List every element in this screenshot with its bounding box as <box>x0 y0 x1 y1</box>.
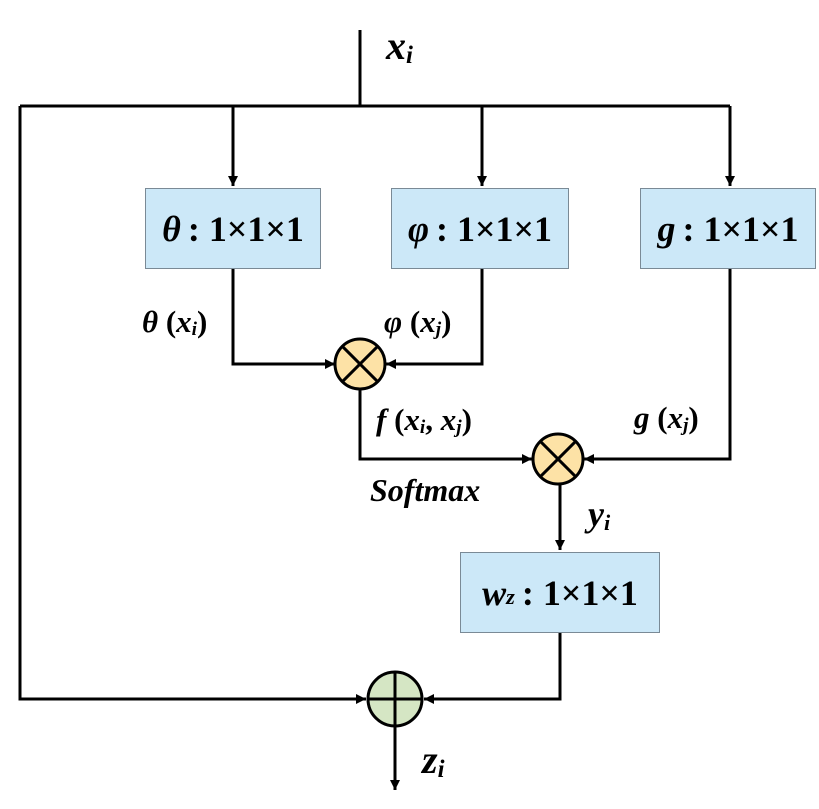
f-output-sub1: i <box>419 417 426 439</box>
y-sub: i <box>603 510 611 536</box>
g-output-open: ( <box>657 400 668 435</box>
theta-colon: : <box>187 208 200 249</box>
f-output-var1: x <box>404 402 420 437</box>
y-label: yi <box>588 494 611 536</box>
theta-symbol: θ <box>162 208 181 249</box>
theta-output-open: ( <box>165 304 177 339</box>
output-sub: i <box>437 756 445 784</box>
mult1-to-mult2 <box>358 389 532 464</box>
wz-to-add <box>424 633 562 704</box>
add-node <box>366 670 424 728</box>
f-output-label: f (xi, xj) <box>376 402 472 439</box>
phi-output-sub: j <box>435 319 442 341</box>
residual-path <box>18 106 366 704</box>
theta-output-fn: θ <box>142 304 159 339</box>
y-var: y <box>588 494 604 534</box>
g-to-mult2 <box>584 269 732 464</box>
input-label: xi <box>386 23 413 70</box>
theta-output-label: θ (xi) <box>142 304 208 341</box>
theta-kernel: 1×1×1 <box>208 208 304 249</box>
phi-colon: : <box>436 208 449 249</box>
softmax-label: Softmax <box>370 472 481 508</box>
multiply-node-1 <box>333 337 387 391</box>
f-output-sub2: j <box>456 417 462 439</box>
phi-output-close: ) <box>441 304 452 339</box>
f-output-comma: , <box>425 402 433 437</box>
phi-kernel: 1×1×1 <box>457 208 553 249</box>
theta-to-mult1 <box>231 269 335 369</box>
g-output-var: x <box>667 400 684 435</box>
g-output-close: ) <box>688 400 699 435</box>
wz-symbol: w <box>482 572 507 613</box>
phi-output-label: φ (xj) <box>384 304 452 341</box>
g-colon: : <box>682 208 695 249</box>
g-output-sub: j <box>683 415 689 437</box>
f-output-close: ) <box>461 402 472 437</box>
input-sub: i <box>406 42 413 70</box>
phi-output-var: x <box>420 304 436 339</box>
f-output-open: ( <box>394 402 405 437</box>
g-output-label: g (xj) <box>634 400 699 437</box>
f-output-fn: f <box>376 402 387 437</box>
g-symbol: g <box>657 208 676 249</box>
phi-output-fn: φ <box>384 304 403 339</box>
theta-output-sub: i <box>191 319 198 341</box>
phi-to-mult1 <box>386 269 484 369</box>
theta-output-close: ) <box>197 304 208 339</box>
phi-output-open: ( <box>409 304 421 339</box>
g-conv-box: g:1×1×1 <box>640 188 816 269</box>
g-output-fn: g <box>634 400 650 435</box>
theta-output-var: x <box>176 304 192 339</box>
output-label: zi <box>422 737 445 784</box>
output-var: z <box>422 737 438 782</box>
f-output-var2: x <box>440 402 457 437</box>
wz-subscript: z <box>506 583 515 609</box>
multiply-node-2 <box>531 432 585 486</box>
phi-symbol: φ <box>407 208 430 249</box>
theta-conv-box: θ:1×1×1 <box>145 188 321 269</box>
phi-conv-box: φ:1×1×1 <box>391 188 569 269</box>
wz-kernel: 1×1×1 <box>542 572 638 613</box>
input-var: x <box>386 23 406 68</box>
wz-colon: : <box>521 572 534 613</box>
g-kernel: 1×1×1 <box>703 208 799 249</box>
